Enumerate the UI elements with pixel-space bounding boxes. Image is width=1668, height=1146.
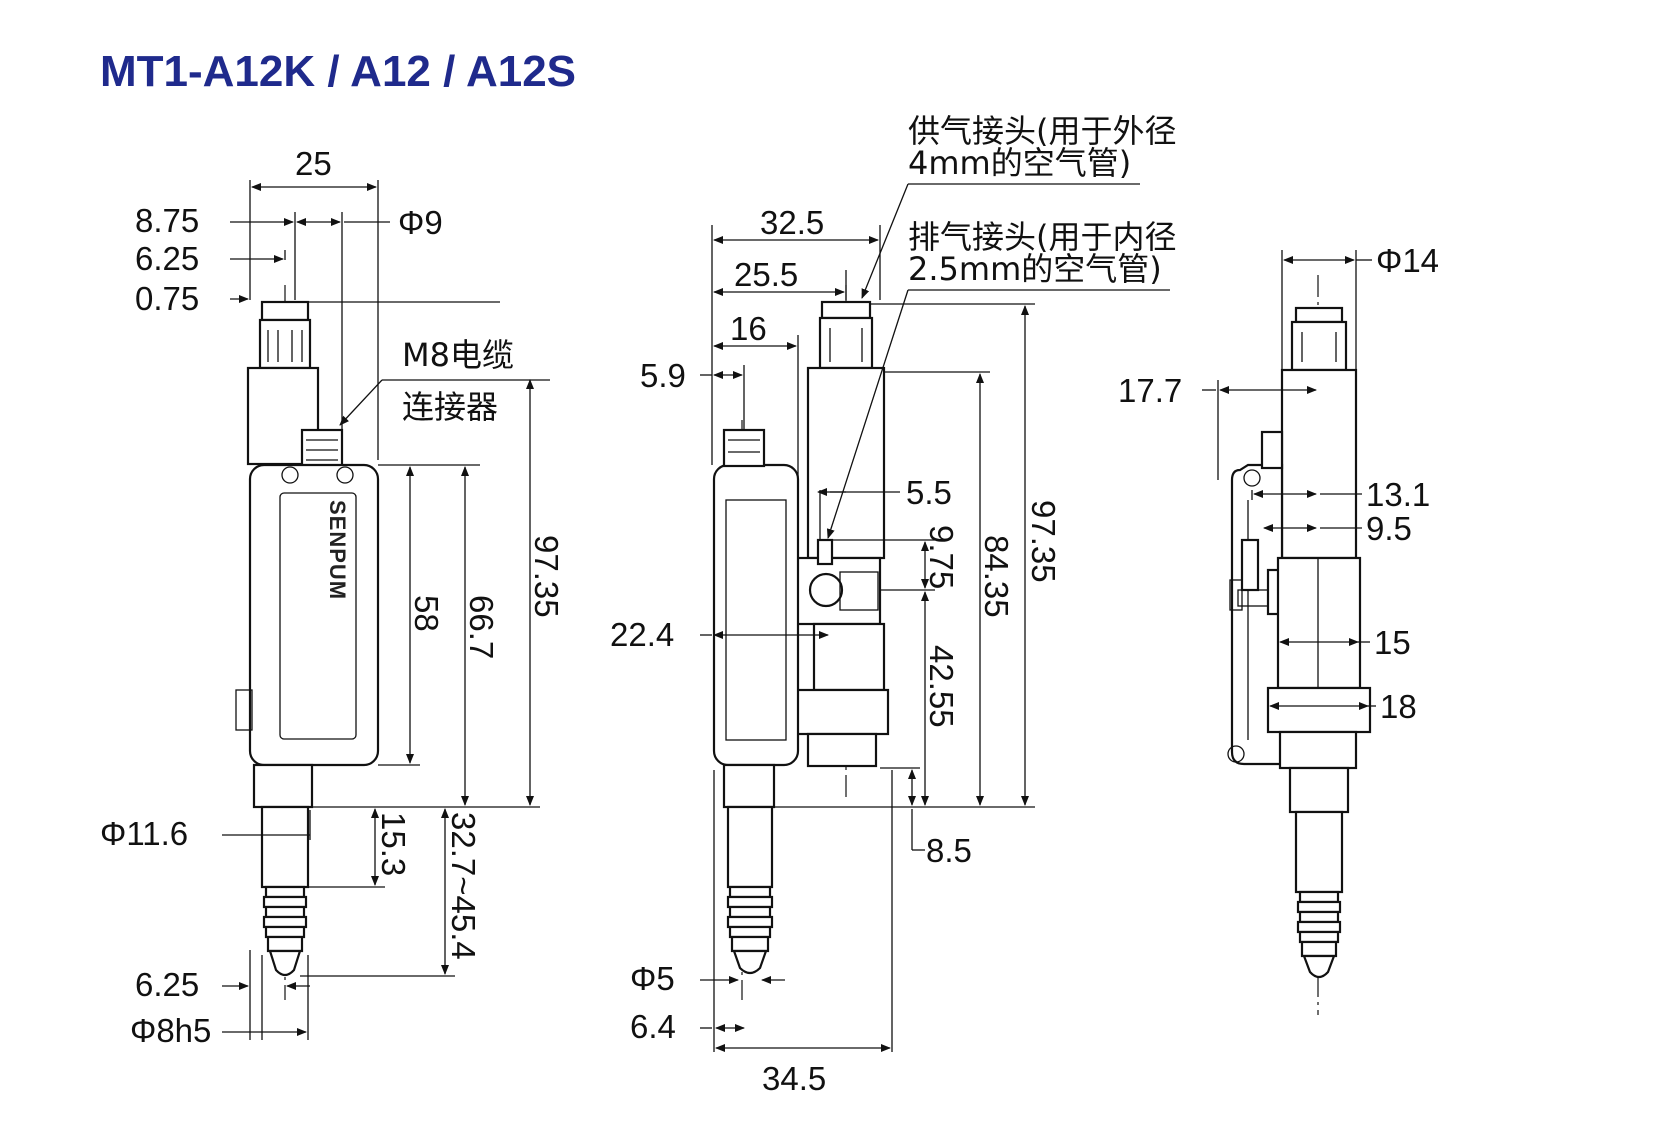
dim-side-5-5: 5.5 (906, 474, 952, 511)
callout-supply-line1: 供气接头(用于外径 (908, 112, 1177, 150)
rear-top-nut (1290, 320, 1348, 372)
dim-side-9-75: 9.75 (923, 525, 960, 589)
front-side-bump (235, 689, 253, 731)
dim-front-phi11-6: Φ11.6 (100, 815, 188, 852)
brand-label: SENPUM (325, 500, 350, 600)
callout-m8-line1: M8电缆 (402, 336, 514, 374)
front-screw-left (281, 466, 299, 484)
dim-front-58: 58 (408, 595, 445, 632)
dim-front-stroke-range: 32.7~45.4 (445, 812, 482, 960)
side-lower-cylinder (812, 622, 886, 692)
dim-front-6-25-bottom: 6.25 (135, 966, 199, 1003)
dim-front-6-25-top: 6.25 (135, 240, 199, 277)
rear-m8-connector (1260, 430, 1284, 470)
rear-bellows (1296, 890, 1342, 958)
callout-exhaust-line2: 2.5mm的空气管) (908, 250, 1162, 288)
rear-screw-top (1243, 469, 1261, 487)
side-view: 32.5 25.5 16 5.9 供气接头(用于外径 4mm的空气管) 排气接头… (610, 112, 1177, 1097)
dim-front-97-35: 97.35 (528, 535, 565, 618)
rear-spindle-sleeve (1294, 810, 1344, 894)
front-top-cap (260, 300, 310, 322)
dim-side-6-4: 6.4 (630, 1008, 676, 1045)
dim-front-0-75: 0.75 (135, 280, 199, 317)
callout-m8-line2: 连接器 (402, 388, 498, 426)
rear-screw-bottom (1227, 745, 1245, 763)
side-bottom-nut (806, 732, 878, 768)
dim-front-15-3: 15.3 (375, 812, 412, 876)
front-spindle-sleeve (260, 805, 310, 889)
front-contact-tip (268, 949, 302, 977)
dim-side-phi5: Φ5 (630, 960, 675, 997)
dim-side-42-55: 42.55 (923, 645, 960, 728)
side-spindle-sleeve (726, 805, 774, 889)
front-label-panel (279, 492, 357, 740)
rear-lower-body (1288, 766, 1350, 814)
side-top-cap (820, 300, 872, 320)
side-exhaust-fitting (816, 538, 834, 566)
dim-side-34-5: 34.5 (762, 1060, 826, 1097)
dim-rear-18: 18 (1380, 688, 1417, 725)
dim-side-25-5: 25.5 (734, 256, 798, 293)
front-bellows (262, 885, 308, 953)
dim-rear-phi14: Φ14 (1376, 242, 1439, 279)
side-contact-tip (732, 949, 768, 975)
rear-view: Φ14 17.7 13.1 9.5 15 18 (1118, 242, 1439, 1015)
dim-front-phi9: Φ9 (398, 204, 443, 241)
callout-exhaust-line1: 排气接头(用于内径 (908, 218, 1177, 256)
dim-side-22-4: 22.4 (610, 616, 674, 653)
dim-front-width-25: 25 (295, 145, 332, 182)
callout-supply-line2: 4mm的空气管) (908, 144, 1131, 182)
front-housing (248, 463, 380, 767)
side-bellows (726, 885, 774, 953)
side-m8-connector (722, 428, 766, 468)
side-label-panel (725, 499, 787, 741)
rear-lower-cylinder (1276, 556, 1362, 690)
dim-front-66-7: 66.7 (463, 595, 500, 659)
side-lower-body (722, 763, 776, 809)
front-lower-body (252, 763, 314, 809)
rear-cylinder (1280, 368, 1358, 560)
dim-rear-17-7: 17.7 (1118, 372, 1182, 409)
dim-rear-9-5: 9.5 (1366, 510, 1412, 547)
dim-side-8-5: 8.5 (926, 832, 972, 869)
dim-rear-15: 15 (1374, 624, 1411, 661)
rear-exhaust-fitting (1240, 538, 1260, 592)
rear-contact-tip (1302, 954, 1336, 979)
dim-side-16: 16 (730, 310, 767, 347)
front-view: SENPUM 25 8.75 Φ9 6.25 0 (100, 145, 565, 1049)
front-screw-right (336, 466, 354, 484)
dim-front-phi8h5: Φ8h5 (130, 1012, 211, 1049)
dim-rear-13-1: 13.1 (1366, 476, 1430, 513)
rear-clamp (1266, 686, 1372, 734)
drawing-title: MT1-A12K / A12 / A12S (100, 47, 576, 96)
dim-side-32-5: 32.5 (760, 204, 824, 241)
side-supply-fitting (808, 572, 844, 608)
rear-top-cap (1294, 306, 1344, 324)
dim-front-8-75: 8.75 (135, 202, 199, 239)
dim-side-84-35: 84.35 (978, 535, 1015, 618)
side-cylinder (806, 366, 886, 560)
side-top-nut (818, 316, 874, 370)
rear-bottom-nut (1278, 730, 1358, 770)
side-clamp (794, 688, 890, 736)
dim-side-97-35: 97.35 (1025, 500, 1062, 583)
dim-side-5-9: 5.9 (640, 357, 686, 394)
